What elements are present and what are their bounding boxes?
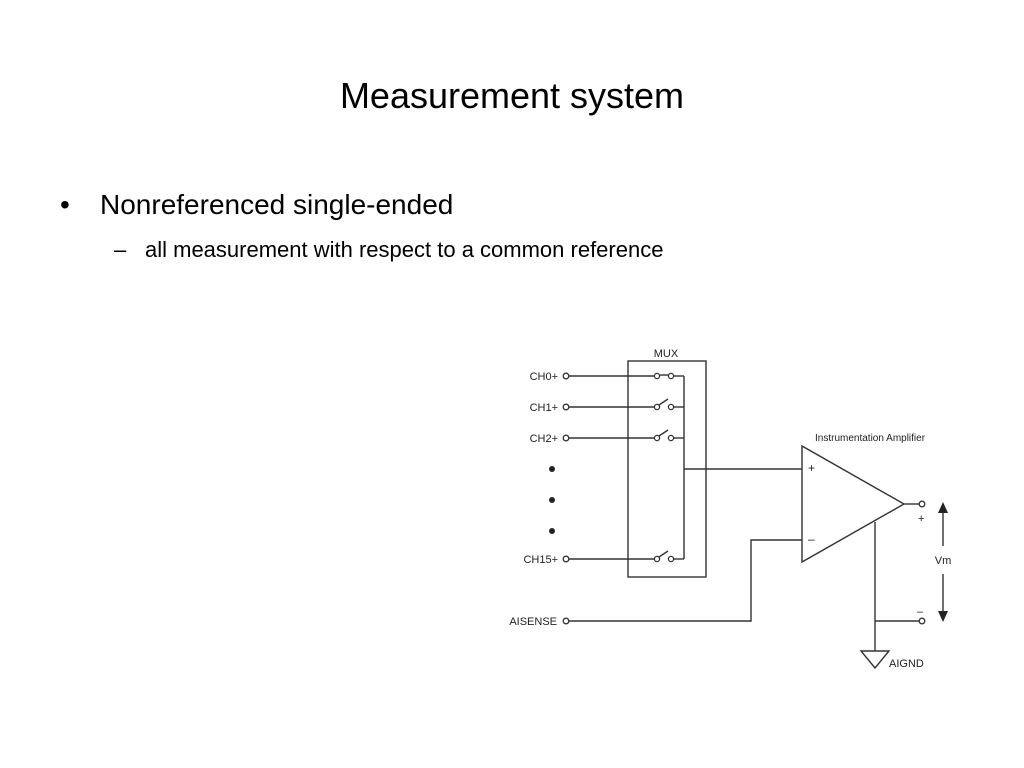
- ellipsis-dot: [549, 466, 555, 472]
- channel-label-ch0: CH0+: [530, 371, 558, 383]
- output-minus-sign: –: [917, 606, 924, 618]
- terminal-output-minus: [918, 617, 926, 625]
- terminal-ch0: [562, 372, 570, 380]
- aisense-label: AISENSE: [509, 616, 557, 628]
- ellipsis-dot: [549, 528, 555, 534]
- amplifier-triangle: [801, 444, 906, 564]
- mux-label: MUX: [654, 348, 679, 360]
- switch-contact-ch1-a: [653, 403, 661, 411]
- sub-bullet-text: all measurement with respect to a common…: [145, 237, 664, 262]
- output-plus-sign: +: [918, 513, 924, 525]
- ground-symbol-icon: [859, 650, 891, 670]
- switch-contact-ch1-b: [667, 403, 675, 411]
- channel-label-ch1: CH1+: [530, 402, 558, 414]
- amplifier-input-minus: –: [808, 532, 815, 546]
- terminal-output-plus: [918, 500, 926, 508]
- bullet-text: Nonreferenced single-ended: [100, 189, 454, 220]
- bullet-item: • Nonreferenced single-ended: [60, 186, 453, 224]
- switch-contact-ch15-b: [667, 555, 675, 563]
- channel-label-ch15: CH15+: [523, 554, 558, 566]
- amplifier-label: Instrumentation Amplifier: [815, 433, 926, 444]
- terminal-aisense: [562, 617, 570, 625]
- terminal-ch1: [562, 403, 570, 411]
- switch-blade-ch15: [658, 550, 669, 558]
- sub-bullet-item: –all measurement with respect to a commo…: [114, 234, 663, 266]
- terminal-ch2: [562, 434, 570, 442]
- switch-contact-ch0-b: [667, 372, 675, 380]
- switch-contact-ch2-b: [667, 434, 675, 442]
- vm-arrow-up-icon: [938, 502, 948, 513]
- bullet-marker: •: [60, 189, 70, 220]
- slide-title: Measurement system: [339, 75, 685, 116]
- amplifier-input-plus: +: [808, 461, 815, 475]
- switch-contact-ch15-a: [653, 555, 661, 563]
- channel-label-ch2: CH2+: [530, 433, 558, 445]
- terminal-ch15: [562, 555, 570, 563]
- switch-blade-ch1: [658, 398, 669, 406]
- aisense-wire: [569, 539, 802, 622]
- ellipsis-dot: [549, 497, 555, 503]
- output-voltage-label: Vm: [935, 555, 952, 567]
- sub-bullet-marker: –: [114, 237, 127, 262]
- vm-arrow-down-icon: [938, 611, 948, 622]
- ground-label: AIGND: [889, 658, 924, 670]
- switch-blade-ch2: [658, 429, 669, 437]
- switch-contact-ch2-a: [653, 434, 661, 442]
- switch-contact-ch0-a: [653, 372, 661, 380]
